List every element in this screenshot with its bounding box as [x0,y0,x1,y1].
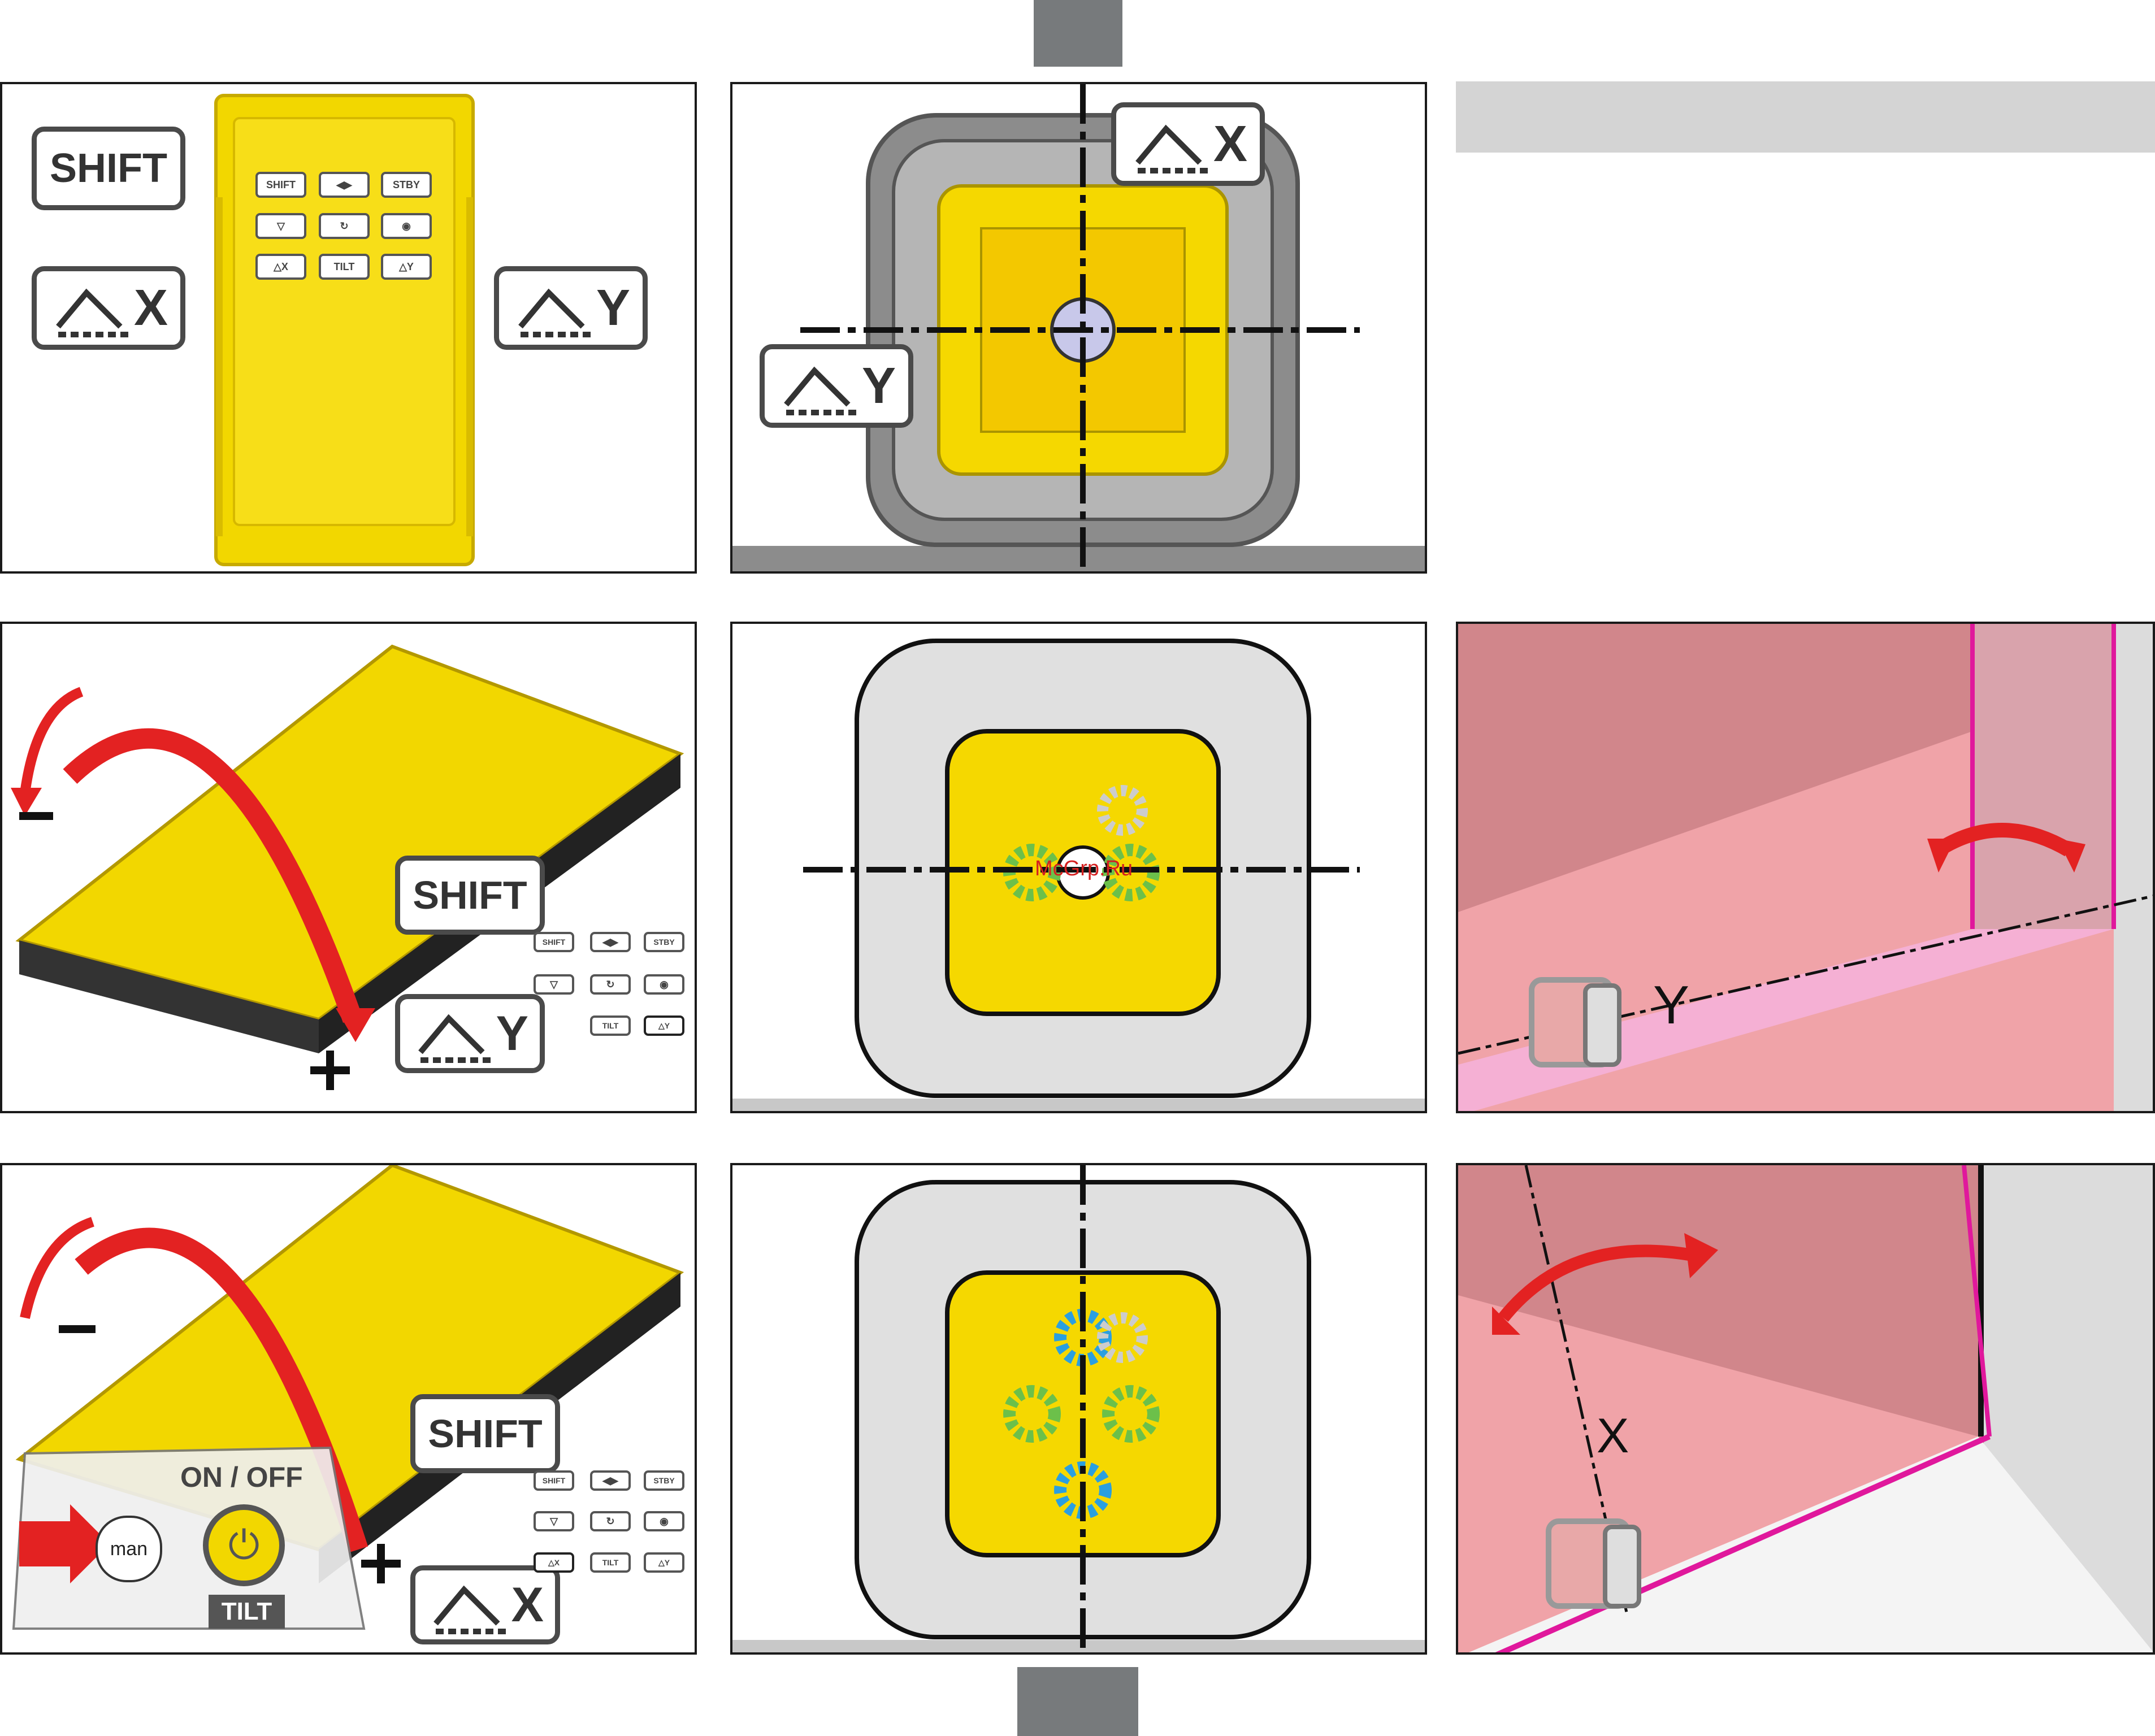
mini-down-key: ▽ [534,974,574,995]
panel-remote-keys: SHIFT ◀▶ STBY ▽ ↻ ◉ △X TILT △Y SHIFT X Y [0,82,697,574]
tilt-y-key-icon [409,1001,500,1069]
tilt-x-badge: X [32,266,185,350]
laser-device-icon [732,84,1427,574]
panel-remote-tilt-x: man ON / OFF ⏻ TILT SHIFT X SHIFT ◀▶ STB… [0,1163,697,1655]
mini-tilt-x-key-3: △X [534,1552,574,1573]
mini-tilt-key-3: TILT [590,1552,631,1573]
bottom-tab [1017,1667,1138,1736]
mini-rotate-key-3: ↻ [590,1511,631,1531]
mini-tilt-y-key-3: △Y [644,1552,684,1573]
mini-scan-key: ◉ [644,974,684,995]
tilt-y-badge: Y [494,266,648,350]
top-tab [1034,0,1122,67]
watermark: McGrp.Ru [1035,857,1133,881]
mini-down-key-3: ▽ [534,1511,574,1531]
tilt-y-badge-device: Y [760,344,913,428]
remote-rotate-key[interactable]: ↻ [319,213,370,239]
remote-scan-key[interactable]: ◉ [381,213,432,239]
remote-control-icon [2,624,697,1113]
panel-remote-tilt-y: – + SHIFT Y SHIFT ◀▶ STBY ▽ ↻ ◉ TILT △Y [0,622,697,1113]
shift-badge: SHIFT [32,127,185,210]
tilt-x-badge-3: X [410,1565,560,1644]
power-icon: ⏻ [228,1522,259,1569]
mini-shift-key: SHIFT [534,932,574,952]
mini-tilt-key: TILT [590,1015,631,1036]
header-banner [1456,81,2155,153]
room-scene [1458,1165,2155,1655]
tilt-x-key-icon [47,276,137,344]
tilt-x-key-icon [1126,112,1217,180]
shift-badge-2: SHIFT [395,856,545,935]
mini-scan-key-3: ◉ [644,1511,684,1531]
laser-device-icon [732,1165,1427,1655]
remote-control-icon [2,1165,697,1655]
panel-device-tilt-x [730,1163,1427,1655]
remote-tilt-y-key[interactable]: △Y [381,254,432,280]
tilt-y-key-icon [775,354,865,422]
remote-shift-key[interactable]: SHIFT [255,172,306,198]
axis-y-label: Y [1653,974,1689,1036]
tilt-x-badge-device: X [1111,102,1265,186]
panel-device-front: X Y [730,82,1427,574]
mini-stby-key: STBY [644,932,684,952]
room-scene [1458,624,2155,1113]
on-off-label: ON / OFF [180,1461,303,1494]
tilt-x-key-icon [424,1573,515,1640]
mini-stby-key-3: STBY [644,1470,684,1491]
remote-tilt-key[interactable]: TILT [319,254,370,280]
remote-down-key[interactable]: ▽ [255,213,306,239]
tilt-y-key-icon [509,276,600,344]
mini-tilt-y-key: △Y [644,1015,684,1036]
tilt-button[interactable]: TILT [209,1595,285,1629]
axis-x-label: X [1597,1408,1629,1464]
panel-device-tilt-y: McGrp.Ru [730,622,1427,1113]
shift-badge-3: SHIFT [410,1394,560,1473]
panel-room-y: Y [1456,622,2155,1113]
remote-arrows-key[interactable]: ◀▶ [319,172,370,198]
remote-tilt-x-key[interactable]: △X [255,254,306,280]
mini-arrows-key: ◀▶ [590,932,631,952]
man-button[interactable]: man [96,1516,162,1582]
remote-stby-key[interactable]: STBY [381,172,432,198]
panel-room-x: X [1456,1163,2155,1655]
mini-arrows-key-3: ◀▶ [590,1470,631,1491]
mini-shift-key-3: SHIFT [534,1470,574,1491]
power-button[interactable]: ⏻ [203,1504,285,1586]
tilt-y-badge-2: Y [395,994,545,1073]
mini-rotate-key: ↻ [590,974,631,995]
